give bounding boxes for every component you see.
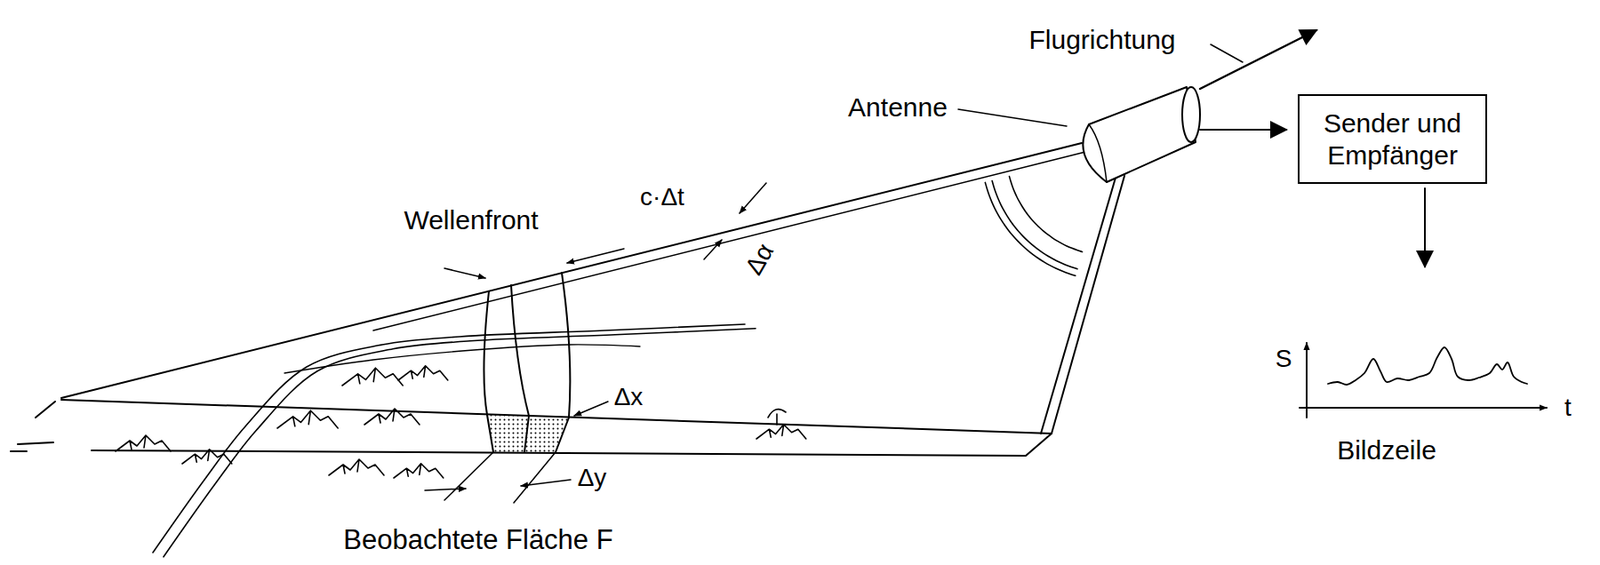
signal-arrow — [1200, 128, 1287, 131]
plot-label: Bildzeile — [1336, 435, 1437, 465]
mountain-symbol — [398, 366, 448, 381]
river — [284, 344, 640, 374]
part-label: Wellenfront — [403, 205, 538, 235]
mountain-symbol — [393, 464, 444, 479]
signal-arrow — [1424, 188, 1426, 267]
beam-section-arc — [1009, 176, 1083, 253]
axis-label: S — [1275, 345, 1293, 374]
mountain-symbol — [328, 459, 384, 476]
area-label: Beobachtete Fläche F — [343, 525, 613, 556]
mountain-symbol — [182, 449, 232, 464]
mountain-symbol — [277, 410, 338, 429]
mountain-symbol — [342, 368, 403, 386]
box-text: Sender und Empfänger — [1299, 107, 1486, 172]
dimension-arrow — [567, 248, 624, 264]
mountain-symbol — [756, 424, 807, 440]
signal-curve — [1328, 347, 1528, 385]
antenna — [1182, 87, 1200, 143]
dimension-arrow — [704, 240, 722, 260]
dimension-label: c·Δt — [640, 184, 685, 212]
part-label: Antenne — [848, 92, 948, 122]
dimension-label: Δx — [614, 384, 644, 412]
axis-label: t — [1564, 394, 1572, 423]
dimension-line — [513, 452, 556, 504]
antenna — [1088, 124, 1107, 183]
wavefront — [555, 272, 570, 453]
dimension-label: Δα — [740, 239, 780, 280]
dimension-arrow — [574, 401, 608, 416]
plot-axis — [1299, 407, 1547, 409]
dimension-line — [444, 452, 494, 501]
beam-section-arc — [984, 182, 1075, 276]
wavefront — [483, 291, 494, 453]
flight-arrow — [1200, 30, 1317, 89]
beam-edge — [1051, 176, 1125, 434]
dimension-arrow — [424, 488, 466, 491]
ground-strip — [10, 401, 56, 452]
river — [152, 324, 745, 553]
beam-edge — [373, 151, 1089, 331]
beam-edge — [1040, 177, 1116, 434]
direction-label: Flugrichtung — [1028, 24, 1176, 55]
leader-line — [1210, 44, 1243, 63]
plot-axis — [1305, 343, 1308, 418]
dimension-arrow — [520, 480, 571, 487]
beam-edge — [61, 143, 1082, 399]
mountain-symbol — [364, 408, 420, 425]
antenna — [1082, 87, 1196, 183]
dimension-arrow — [444, 268, 486, 279]
river — [163, 328, 756, 558]
leader-line — [958, 109, 1067, 127]
dimension-arrow — [739, 183, 767, 214]
ground-strip — [61, 400, 1052, 456]
wavefront — [511, 285, 529, 453]
process-box: Sender und Empfänger — [1297, 94, 1488, 184]
dimension-label: Δy — [577, 464, 608, 493]
mountain-symbol — [115, 435, 171, 452]
tree-symbol — [768, 409, 786, 425]
